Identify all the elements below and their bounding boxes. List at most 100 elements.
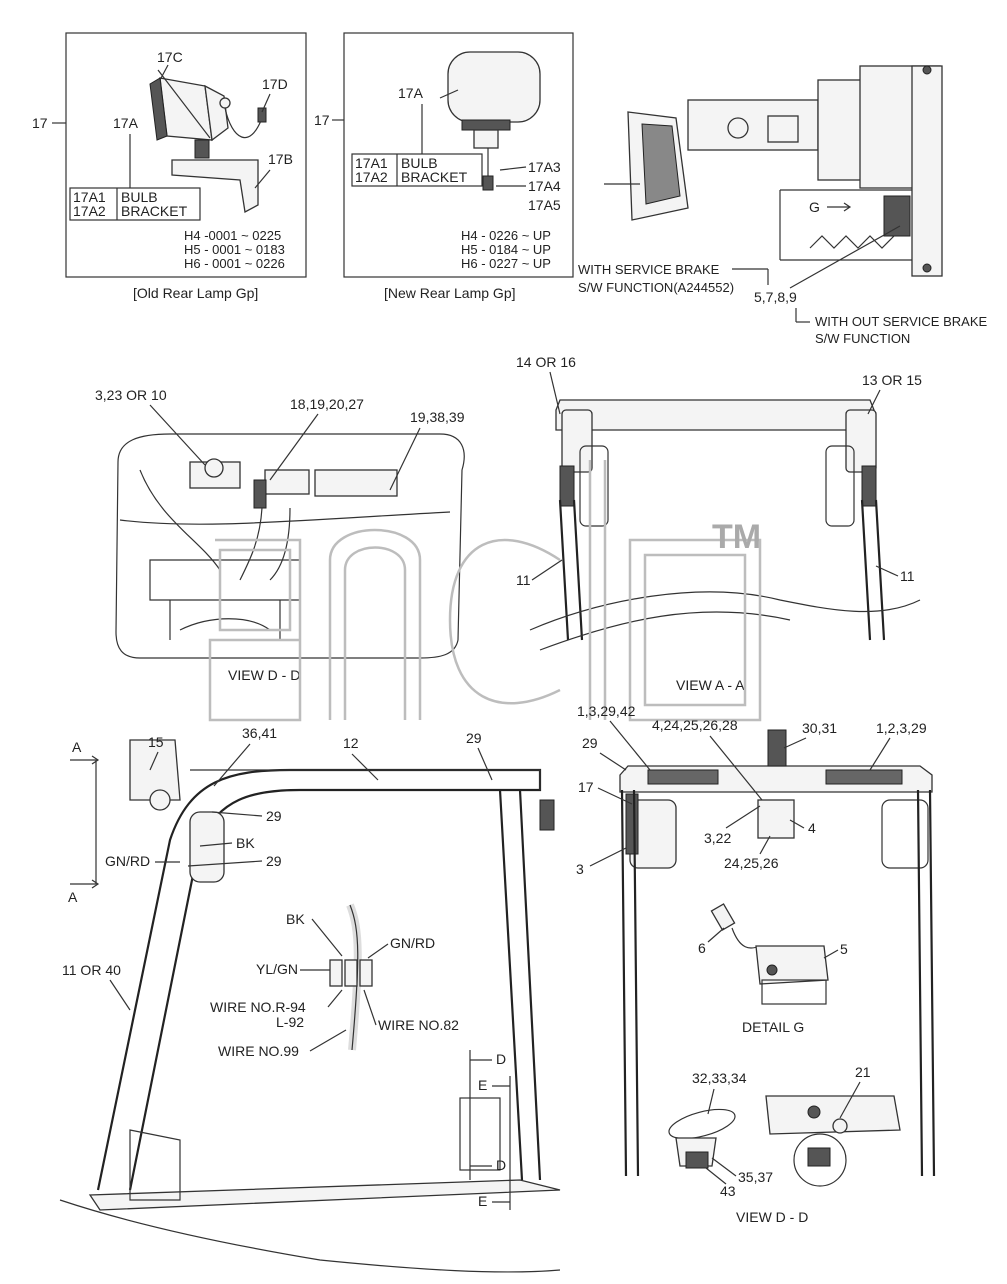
side-view: A A 15 36,41 12 29 29 BK GN/RD 29 11 OR … (59, 725, 561, 1273)
side-label-15: 15 (148, 734, 164, 750)
new-part-17a5: 17A5 (528, 197, 561, 213)
new-lamp-ref: 17 (314, 112, 330, 128)
view-aa-label-11-right: 11 (900, 568, 915, 584)
detail-g-label-6: 6 (698, 940, 706, 956)
with-brake-line2: S/W FUNCTION(A244552) (578, 280, 734, 295)
new-lamp-illustration (447, 51, 541, 191)
side-label-bk: BK (236, 835, 255, 851)
rear-label-4: 4 (808, 820, 816, 836)
old-serial-h5: H5 - 0001 ~ 0183 (184, 242, 285, 257)
side-label-29-top: 29 (466, 730, 482, 746)
rear-label-4-24: 4,24,25,26,28 (652, 717, 738, 733)
old-lamp-table: 17A1 BULB 17A2 BRACKET (69, 187, 201, 221)
view-dd-top: 3,23 OR 10 18,19,20,27 19,38,39 VIEW D -… (95, 387, 465, 683)
old-rear-lamp-box: 17 17C 17A 17D 17B 17A1 BULB 17A2 (32, 32, 307, 301)
brake-part-numbers: 5,7,8,9 (754, 289, 797, 305)
old-lamp-frame (65, 32, 307, 278)
rear-label-1-3-29-42: 1,3,29,42 (577, 703, 636, 719)
without-brake-line1: WITH OUT SERVICE BRAKE (815, 314, 987, 329)
wire-label-bk: BK (286, 911, 305, 927)
side-label-36-41: 36,41 (242, 725, 277, 741)
section-a-bottom: A (68, 889, 78, 905)
rear-label-24-25-26: 24,25,26 (724, 855, 779, 871)
new-table-code-1: 17A1 (355, 155, 388, 171)
detail-g-label-5: 5 (840, 941, 848, 957)
new-lamp-frame (343, 32, 574, 278)
new-table-desc-1: BULB (401, 155, 438, 171)
view-dd-label-18-19: 18,19,20,27 (290, 396, 364, 412)
new-part-17a3: 17A3 (528, 159, 561, 175)
with-brake-line1: WITH SERVICE BRAKE (578, 262, 720, 277)
wire-connector-detail: BK GN/RD YL/GN WIRE NO.R-94 L-92 WIRE NO… (210, 903, 459, 1059)
section-d-top: D (496, 1051, 506, 1067)
view-dd-bottom-label-32: 32,33,34 (692, 1070, 747, 1086)
old-part-17d: 17D (262, 76, 288, 92)
view-aa-title: VIEW A - A (676, 677, 745, 693)
wire-label-r94: WIRE NO.R-94 (210, 999, 306, 1015)
watermark: TM (208, 460, 762, 722)
old-table-desc-1: BULB (121, 189, 158, 205)
rear-label-3: 3 (576, 861, 584, 877)
section-d-bottom: D (496, 1157, 506, 1173)
view-dd-bottom-label-43: 43 (720, 1183, 736, 1199)
new-part-17a4: 17A4 (528, 178, 561, 194)
old-lamp-illustration (149, 69, 267, 214)
side-label-gn-rd: GN/RD (105, 853, 150, 869)
view-dd-label-3-23: 3,23 OR 10 (95, 387, 167, 403)
old-part-17a: 17A (113, 115, 139, 131)
wire-label-99: WIRE NO.99 (218, 1043, 299, 1059)
old-lamp-caption: [Old Rear Lamp Gp] (133, 285, 258, 301)
view-dd-bottom-title: VIEW D - D (736, 1209, 808, 1225)
view-aa-label-13: 13 OR 15 (862, 372, 922, 388)
new-table-code-2: 17A2 (355, 169, 388, 185)
without-brake-line2: S/W FUNCTION (815, 331, 910, 346)
g-arrow-label: G (809, 199, 820, 215)
section-e-bottom: E (478, 1193, 487, 1209)
old-part-17c: 17C (157, 49, 183, 65)
old-part-17b: 17B (268, 151, 293, 167)
side-label-29-low: 29 (266, 853, 282, 869)
old-table-desc-2: BRACKET (121, 203, 188, 219)
rear-label-1-2-3-29: 1,2,3,29 (876, 720, 927, 736)
new-rear-lamp-box: 17 17A 17A3 17A4 17A5 17A1 BULB 17A2 BRA… (314, 32, 574, 301)
rear-label-30-31: 30,31 (802, 720, 837, 736)
new-lamp-table: 17A1 BULB 17A2 BRACKET (351, 153, 483, 187)
new-serial-h4: H4 - 0226 ~ UP (461, 228, 551, 243)
new-lamp-caption: [New Rear Lamp Gp] (384, 285, 516, 301)
rear-label-17: 17 (578, 779, 594, 795)
view-dd-bottom-label-21: 21 (855, 1064, 871, 1080)
view-dd-top-title: VIEW D - D (228, 667, 300, 683)
view-dd-bottom: 32,33,34 21 35,37 43 VIEW D - D (668, 1064, 901, 1225)
view-aa-label-11-left: 11 (516, 572, 531, 588)
view-dd-label-19-38: 19,38,39 (410, 409, 465, 425)
wire-label-l92: L-92 (276, 1014, 304, 1030)
section-e-top: E (478, 1077, 487, 1093)
old-serial-h6: H6 - 0001 ~ 0226 (184, 256, 285, 271)
old-lamp-ref: 17 (32, 115, 48, 131)
side-label-11-or-40: 11 OR 40 (62, 962, 121, 978)
wire-label-82: WIRE NO.82 (378, 1017, 459, 1033)
rear-view: 1,3,29,42 4,24,25,26,28 30,31 1,2,3,29 2… (576, 703, 936, 1177)
new-serial-h6: H6 - 0227 ~ UP (461, 256, 551, 271)
side-label-29-mid: 29 (266, 808, 282, 824)
detail-g: 6 5 DETAIL G (698, 903, 848, 1035)
brake-switch-assembly: G WITH SERVICE BRAKE S/W FUNCTION(A24455… (578, 65, 987, 346)
old-table-code-1: 17A1 (73, 189, 106, 205)
old-serial-h4: H4 -0001 ~ 0225 (184, 228, 281, 243)
view-aa-label-14: 14 OR 16 (516, 354, 576, 370)
wire-label-yl-gn: YL/GN (256, 961, 298, 977)
new-serial-h5: H5 - 0184 ~ UP (461, 242, 551, 257)
wire-label-gn-rd: GN/RD (390, 935, 435, 951)
rear-label-3-22: 3,22 (704, 830, 731, 846)
side-label-12: 12 (343, 735, 359, 751)
view-dd-bottom-label-35: 35,37 (738, 1169, 773, 1185)
watermark-tm: TM (712, 518, 761, 556)
new-table-desc-2: BRACKET (401, 169, 468, 185)
detail-g-title: DETAIL G (742, 1019, 804, 1035)
section-a-top: A (72, 739, 82, 755)
rear-label-29: 29 (582, 735, 598, 751)
view-aa: 14 OR 16 13 OR 15 11 11 VIEW A - A (516, 354, 922, 693)
old-table-code-2: 17A2 (73, 203, 106, 219)
